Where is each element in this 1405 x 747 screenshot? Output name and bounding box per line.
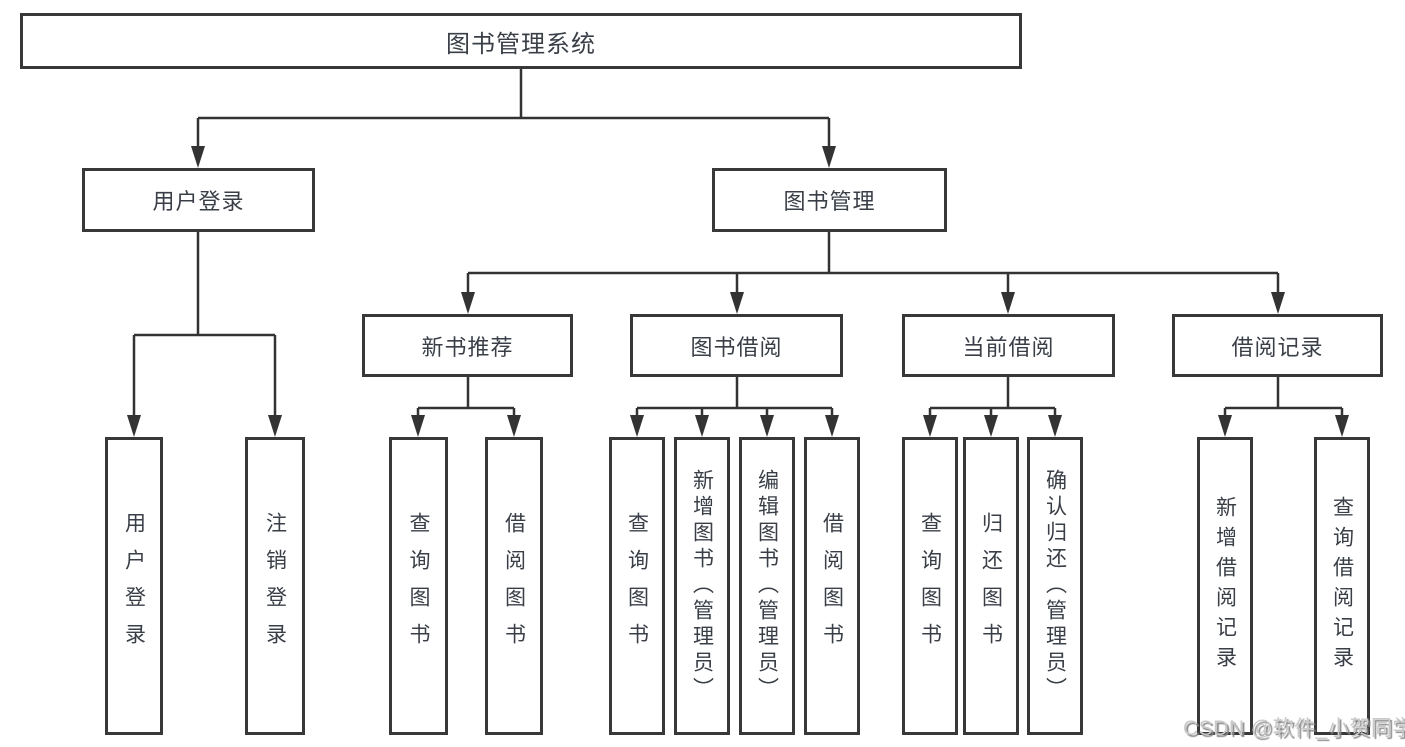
leaf-add-book-admin-label: 新增图书（管理员） xyxy=(690,469,714,703)
leaf-logout: 注销登录 xyxy=(245,437,305,735)
node-book-borrowing: 图书借阅 xyxy=(630,314,843,377)
node-current-borrowing: 当前借阅 xyxy=(902,314,1115,377)
leaf-add-book-admin: 新增图书（管理员） xyxy=(674,437,730,735)
leaf-add-borrow-record: 新增借阅记录 xyxy=(1197,437,1253,735)
leaf-query-books-current: 查询图书 xyxy=(902,437,958,735)
node-library-management-system: 图书管理系统 xyxy=(20,13,1022,69)
leaf-query-borrow-record-label: 查询借阅记录 xyxy=(1330,496,1354,676)
node-borrowing-records: 借阅记录 xyxy=(1172,314,1383,377)
leaf-edit-book-admin: 编辑图书（管理员） xyxy=(739,437,795,735)
leaf-return-books-label: 归还图书 xyxy=(979,512,1003,660)
leaf-logout-label: 注销登录 xyxy=(263,512,287,660)
leaf-edit-book-admin-label: 编辑图书（管理员） xyxy=(755,469,779,703)
node-book-management: 图书管理 xyxy=(712,168,947,232)
node-book-borrowing-label: 图书借阅 xyxy=(690,334,783,360)
leaf-borrow-books: 借阅图书 xyxy=(804,437,860,735)
node-current-borrowing-label: 当前借阅 xyxy=(962,334,1055,360)
node-new-book-recommend: 新书推荐 xyxy=(362,314,573,377)
node-borrowing-records-label: 借阅记录 xyxy=(1231,334,1324,360)
leaf-query-borrow-record: 查询借阅记录 xyxy=(1314,437,1370,735)
arrowheads xyxy=(127,146,1349,437)
leaf-borrow-books-label: 借阅图书 xyxy=(820,512,844,660)
node-book-management-label: 图书管理 xyxy=(783,189,876,214)
leaf-user-login-label: 用户登录 xyxy=(122,512,146,660)
node-user-login: 用户登录 xyxy=(82,168,315,232)
node-user-login-label: 用户登录 xyxy=(152,189,245,214)
leaf-query-books-current-label: 查询图书 xyxy=(918,512,942,660)
leaf-return-books: 归还图书 xyxy=(963,437,1019,735)
leaf-query-books-recommend-label: 查询图书 xyxy=(407,512,430,660)
leaf-query-books-borrowing-label: 查询图书 xyxy=(625,512,649,660)
leaf-user-login: 用户登录 xyxy=(105,437,163,735)
leaf-confirm-return-admin-label: 确认归还（管理员） xyxy=(1043,469,1067,703)
csdn-watermark: CSDN @软件_小贺同学 xyxy=(1183,717,1405,740)
node-library-management-system-label: 图书管理系统 xyxy=(446,30,596,58)
leaf-add-borrow-record-label: 新增借阅记录 xyxy=(1213,496,1237,676)
leaf-query-books-recommend: 查询图书 xyxy=(389,437,448,735)
leaf-borrow-books-recommend-label: 借阅图书 xyxy=(502,512,526,660)
leaf-confirm-return-admin: 确认归还（管理员） xyxy=(1027,437,1083,735)
leaf-query-books-borrowing: 查询图书 xyxy=(609,437,665,735)
node-new-book-recommend-label: 新书推荐 xyxy=(421,334,514,360)
leaf-borrow-books-recommend: 借阅图书 xyxy=(485,437,543,735)
